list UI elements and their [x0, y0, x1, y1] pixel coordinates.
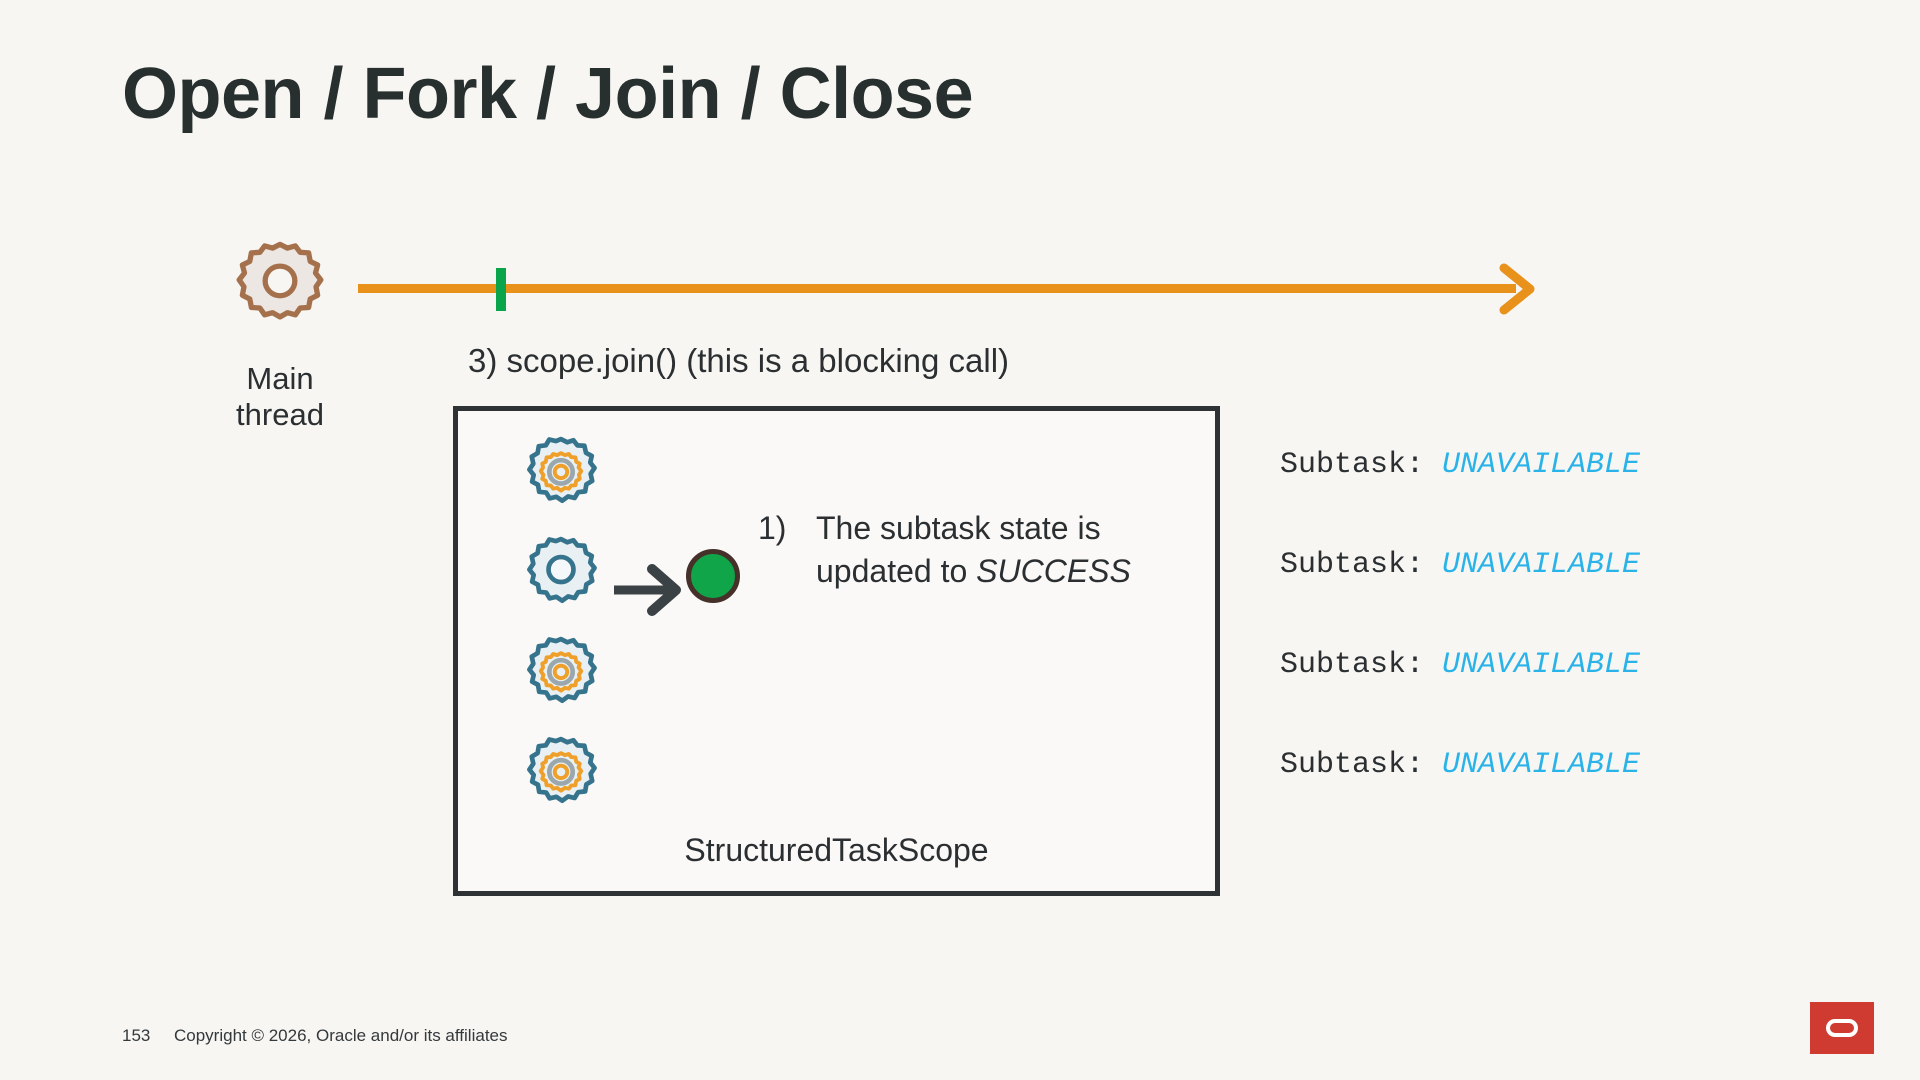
oracle-logo-mark — [1826, 1019, 1858, 1037]
subtask-status-label: Subtask: — [1280, 548, 1443, 582]
step-caption: 3) scope.join() (this is a blocking call… — [468, 342, 1010, 379]
structured-task-scope-box: 1) The subtask state is updated to SUCCE… — [453, 406, 1220, 896]
subtask-gear-3 — [522, 636, 600, 719]
subtask-status-row: Subtask: UNAVAILABLE — [1280, 448, 1640, 548]
success-note-body: The subtask state is updated to SUCCESS — [816, 507, 1178, 592]
subtask-status-label: Subtask: — [1280, 448, 1443, 482]
subtask-status-value: UNAVAILABLE — [1442, 648, 1641, 682]
success-note-state: SUCCESS — [976, 552, 1131, 589]
main-thread-group: Main thread — [200, 238, 360, 433]
copyright-text: Copyright © 2026, Oracle and/or its affi… — [174, 1026, 508, 1045]
subtask-status-row: Subtask: UNAVAILABLE — [1280, 648, 1640, 748]
oracle-logo — [1810, 1002, 1874, 1054]
subtask-status-label: Subtask: — [1280, 748, 1443, 782]
timeline-line — [358, 284, 1516, 293]
subtask-status-value: UNAVAILABLE — [1442, 548, 1641, 582]
page-title: Open / Fork / Join / Close — [122, 54, 974, 134]
scope-label: StructuredTaskScope — [684, 832, 989, 868]
main-thread-label: Main thread — [236, 361, 324, 432]
subtask-status-row: Subtask: UNAVAILABLE — [1280, 548, 1640, 648]
success-note: 1) The subtask state is updated to SUCCE… — [758, 507, 1178, 592]
footer: 153 Copyright © 2026, Oracle and/or its … — [122, 1026, 508, 1046]
subtask-gear-2 — [522, 536, 600, 619]
subtask-gear-1 — [522, 436, 600, 519]
subtask-status-value: UNAVAILABLE — [1442, 448, 1641, 482]
success-note-text: The subtask state is updated to — [816, 510, 1101, 589]
timeline — [352, 258, 1582, 322]
success-note-number: 1) — [758, 510, 787, 546]
subtask-gear-4 — [522, 736, 600, 819]
arrow-right-icon — [1482, 258, 1546, 327]
page-number: 153 — [122, 1026, 151, 1045]
subtask-status-value: UNAVAILABLE — [1442, 748, 1641, 782]
join-tick-marker — [496, 268, 506, 311]
subtask-status-row: Subtask: UNAVAILABLE — [1280, 748, 1640, 848]
subtask-status-list: Subtask: UNAVAILABLE Subtask: UNAVAILABL… — [1280, 448, 1640, 848]
gear-icon — [200, 238, 360, 349]
arrow-right-icon — [612, 563, 692, 622]
success-dot-icon — [686, 549, 740, 603]
subtask-status-label: Subtask: — [1280, 648, 1443, 682]
